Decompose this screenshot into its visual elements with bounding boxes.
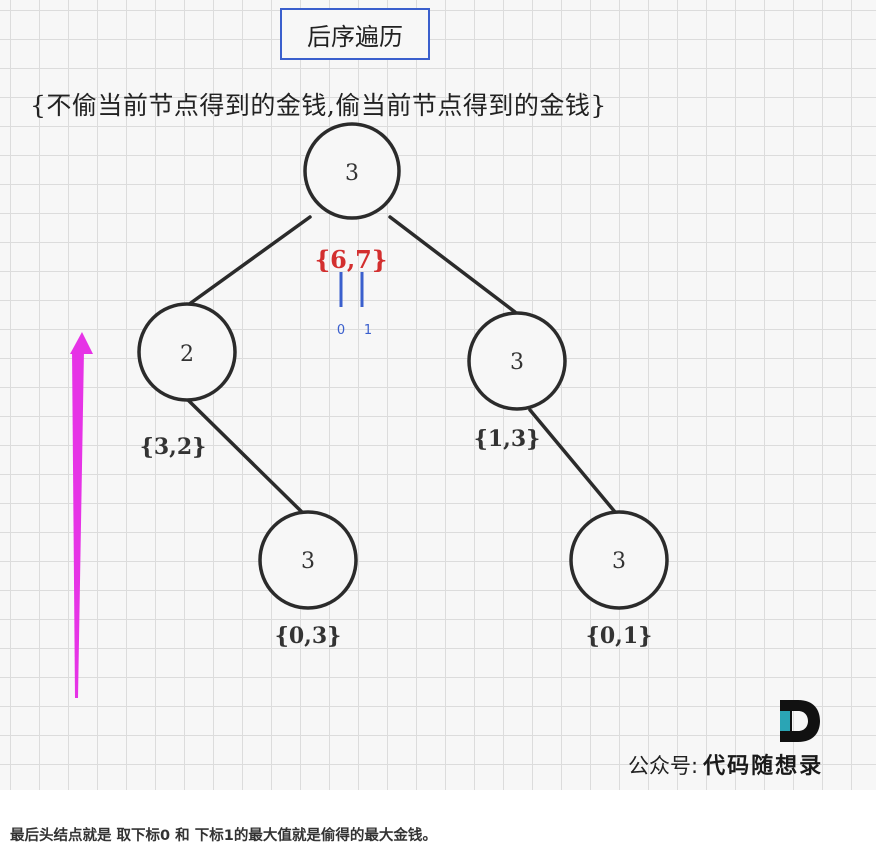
node-right: 3 [467,311,567,411]
edge-left-child [186,398,310,520]
left-pair-label: {3,2} [140,434,207,460]
node-right-value: 3 [510,350,524,375]
right-child-pair-label: {0,1} [586,623,653,649]
up-arrow-icon [70,332,93,698]
node-root-value: 3 [345,161,359,186]
right-pair-label: {1,3} [474,426,541,452]
watermark-label: 公众号: [628,754,699,778]
edge-root-left [186,215,312,307]
node-right-child-value: 3 [612,549,626,574]
edge-root-right [388,215,517,314]
node-left-child: 3 [258,510,358,610]
caption-text: 最后头结点就是 取下标0 和 下标1的最大值就是偷得的最大金钱。 [10,828,437,844]
watermark: 公众号: 代码随想录 [628,748,823,780]
tree-diagram: 3 2 3 3 3 {6,7} {3,2} {1,3} {0,3} {0,1} … [70,122,669,698]
node-left-value: 2 [180,342,194,367]
index-label-1: 1 [364,323,372,338]
subtitle: {不偷当前节点得到的金钱,偷当前节点得到的金钱} [30,91,607,120]
index-label-0: 0 [337,323,345,338]
watermark-brand: 代码随想录 [703,754,824,779]
node-right-child: 3 [569,510,669,610]
edge-right-child [528,408,622,520]
title-text: 后序遍历 [307,22,403,51]
node-left-child-value: 3 [301,549,315,574]
logo-d-icon [780,700,820,742]
left-child-pair-label: {0,3} [275,623,342,649]
diagram-canvas: 3 2 3 3 3 {6,7} {3,2} {1,3} {0,3} {0,1} … [0,0,876,790]
node-left: 2 [137,302,237,402]
diagram-title: 后序遍历 [280,8,430,60]
root-pair-label: {6,7} [315,245,388,274]
node-root: 3 [303,122,401,220]
